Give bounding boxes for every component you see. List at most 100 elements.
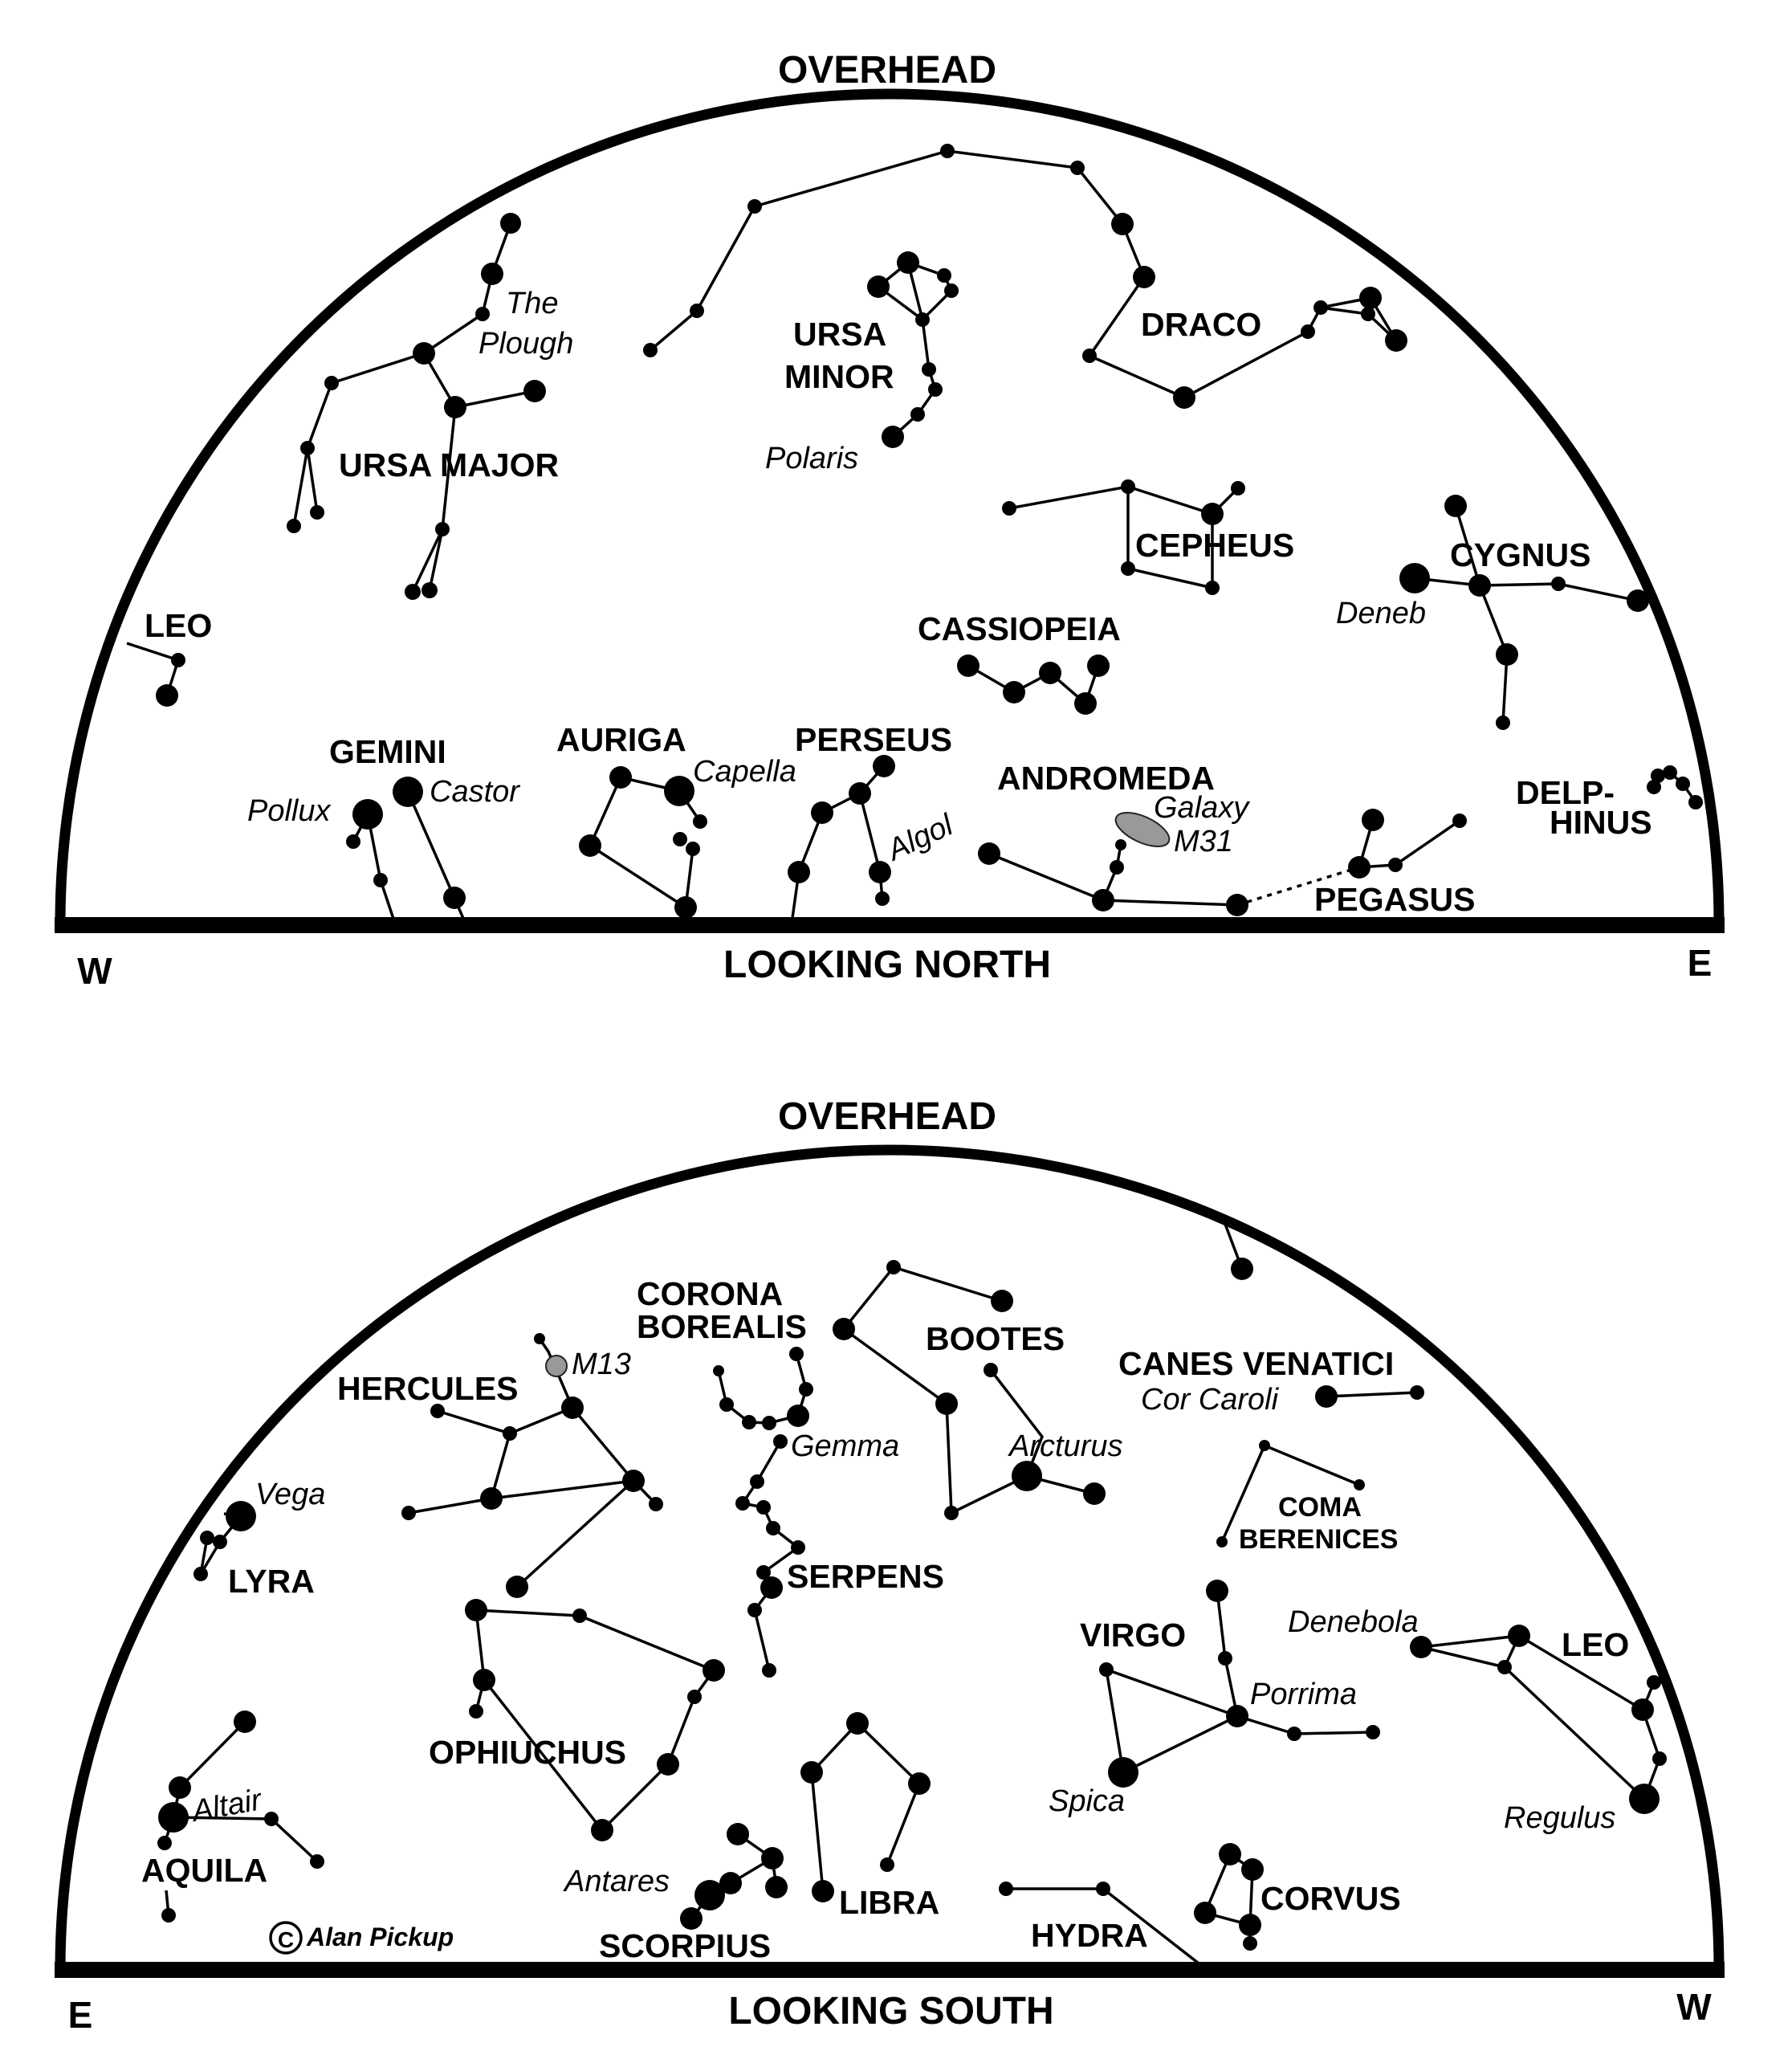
south-west-label: W — [1676, 1986, 1712, 2028]
star-label-denebola: Denebola — [1288, 1605, 1419, 1639]
south-overhead-label: OVERHEAD — [778, 1095, 996, 1138]
m13-cluster-marker — [545, 1355, 568, 1377]
credit: C Alan Pickup — [269, 1921, 454, 1955]
hercules-stars — [401, 1333, 663, 1598]
constellation-label-scorpius: SCORPIUS — [599, 1927, 771, 1964]
star-label-castor: Castor — [430, 775, 520, 809]
constellation-label-ophiuchus: OPHIUCHUS — [429, 1734, 626, 1771]
star-label-cor-caroli: Cor Caroli — [1141, 1383, 1280, 1417]
star-label-algol: Algol — [881, 808, 959, 868]
star-label-plough-1: The — [506, 287, 558, 320]
star-label-m31: M31 — [1174, 825, 1233, 858]
cygnus-lines — [1414, 505, 1639, 724]
leo-south-stars — [1410, 1625, 1667, 1814]
constellation-label-corona-2: BOREALIS — [637, 1308, 807, 1345]
constellation-label-bootes: BOOTES — [926, 1320, 1065, 1357]
constellation-label-delphinus-2: HINUS — [1550, 804, 1652, 841]
star-label-galaxy: Galaxy — [1154, 791, 1250, 825]
constellation-label-coma-1: COMA — [1278, 1492, 1362, 1523]
perseus-stars — [788, 755, 895, 906]
cygnus-stars — [1399, 495, 1649, 730]
libra-stars — [800, 1712, 931, 1902]
constellation-label-andromeda: ANDROMEDA — [997, 760, 1215, 797]
libra-lines — [810, 1722, 922, 1892]
constellation-label-ursa-major: URSA MAJOR — [339, 446, 559, 483]
constellation-label-canes-venatici: CANES VENATICI — [1118, 1345, 1394, 1382]
gemini-stars — [346, 777, 466, 909]
virgo-stars — [1099, 1580, 1380, 1788]
constellation-label-virgo: VIRGO — [1080, 1617, 1186, 1653]
north-horizon-line — [55, 917, 1725, 933]
corona-stars — [713, 1347, 813, 1430]
constellation-label-serpens: SERPENS — [787, 1558, 944, 1595]
cepheus-stars — [1002, 479, 1245, 595]
constellation-label-corona-1: CORONA — [637, 1275, 783, 1312]
star-label-m13: M13 — [572, 1348, 631, 1381]
north-panel: OVERHEAD LOOKING NORTH W E — [55, 49, 1725, 992]
constellation-label-ursa-minor-1: URSA — [793, 316, 886, 353]
cepheus-lines — [1008, 485, 1240, 590]
canes-venatici-stars — [1231, 1258, 1424, 1408]
south-horizon-dome — [55, 1144, 1725, 1970]
north-east-label: E — [1688, 942, 1713, 984]
ursa-minor-stars — [867, 251, 959, 448]
south-horizon-line — [55, 1962, 1725, 1978]
constellation-label-cygnus: CYGNUS — [1450, 536, 1590, 573]
lyra-stars — [193, 1501, 256, 1581]
aquila-tail-line — [165, 1890, 170, 1916]
star-label-vega: Vega — [255, 1478, 325, 1511]
constellation-label-leo-north: LEO — [145, 607, 212, 644]
constellation-label-draco: DRACO — [1141, 306, 1261, 343]
south-caption: LOOKING SOUTH — [728, 1990, 1053, 2033]
star-label-plough-2: Plough — [479, 327, 573, 361]
draco-stars — [643, 144, 1407, 409]
hydra-stars — [999, 1882, 1110, 1896]
constellation-label-aquila: AQUILA — [141, 1852, 267, 1889]
constellation-label-hydra: HYDRA — [1031, 1917, 1148, 1954]
pegasus-stars — [1348, 809, 1467, 879]
south-panel: OVERHEAD LOOKING SOUTH E W — [55, 1095, 1725, 2036]
constellation-label-perseus: PERSEUS — [795, 721, 952, 758]
constellation-label-gemini: GEMINI — [329, 733, 446, 770]
constellation-label-pegasus: PEGASUS — [1314, 881, 1476, 918]
m31-galaxy-ellipse — [1114, 811, 1171, 848]
constellation-label-cassiopeia: CASSIOPEIA — [918, 610, 1121, 647]
aquila-stars — [157, 1711, 324, 1923]
serpens-lines — [740, 1441, 800, 1671]
bootes-lines — [842, 1265, 1095, 1515]
ophiuchus-lines — [474, 1609, 716, 1833]
constellation-label-lyra: LYRA — [228, 1563, 315, 1600]
star-label-deneb: Deneb — [1336, 597, 1426, 630]
north-west-label: W — [77, 950, 112, 992]
star-label-polaris: Polaris — [765, 442, 858, 475]
constellation-label-ursa-minor-2: MINOR — [784, 358, 894, 395]
ophiuchus-stars — [465, 1599, 725, 1841]
star-label-porrima: Porrima — [1250, 1678, 1357, 1711]
bootes-stars — [833, 1260, 1106, 1520]
north-overhead-label: OVERHEAD — [778, 49, 996, 92]
south-east-label: E — [68, 1994, 93, 2036]
credit-author: Alan Pickup — [306, 1923, 454, 1951]
pegasus-lines — [1236, 819, 1460, 907]
constellation-label-corvus: CORVUS — [1261, 1880, 1401, 1917]
north-horizon-dome — [55, 88, 1725, 924]
constellation-label-cepheus: CEPHEUS — [1135, 527, 1294, 564]
constellation-label-hercules: HERCULES — [337, 1370, 519, 1407]
star-label-capella: Capella — [693, 755, 796, 789]
corvus-stars — [1194, 1843, 1264, 1951]
constellation-label-libra: LIBRA — [839, 1884, 939, 1921]
star-label-gemma: Gemma — [791, 1429, 899, 1463]
auriga-stars — [579, 766, 707, 919]
cassiopeia-stars — [957, 654, 1110, 715]
delphinus-stars — [1647, 765, 1703, 809]
star-label-spica: Spica — [1049, 1784, 1125, 1818]
serpens-stars — [735, 1434, 805, 1678]
star-label-antares: Antares — [563, 1865, 670, 1898]
copyright-icon — [269, 1921, 303, 1955]
copyright-symbol: C — [278, 1927, 294, 1952]
ursa-major-stars — [287, 213, 546, 600]
star-label-pollux: Pollux — [247, 794, 332, 828]
north-caption: LOOKING NORTH — [723, 944, 1051, 986]
leo-north-stars — [156, 653, 185, 707]
